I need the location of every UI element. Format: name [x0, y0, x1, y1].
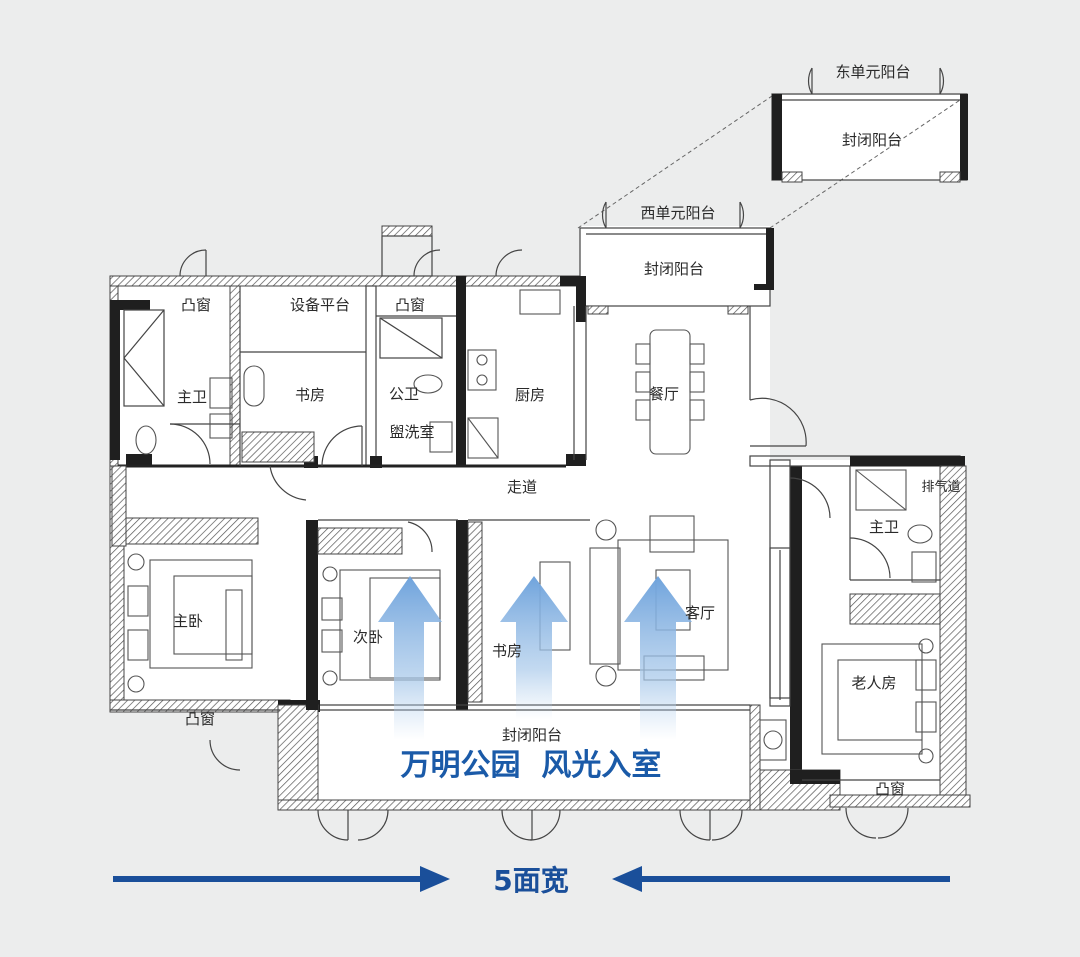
- label-exhaust: 排气道: [921, 479, 960, 495]
- label-west-unit-balcony: 西单元阳台: [640, 204, 715, 222]
- label-closed-balcony-mid: 封闭阳台: [644, 260, 704, 278]
- label-closed-balcony-bottom: 封闭阳台: [502, 726, 562, 744]
- label-dining: 餐厅: [649, 385, 679, 403]
- west-balcony-block: [579, 201, 774, 315]
- label-elder-room: 老人房: [851, 674, 896, 692]
- label-master-bath: 主卫: [177, 388, 207, 406]
- label-corridor: 走道: [507, 478, 537, 496]
- airflow-arrow: [500, 576, 568, 720]
- width-indicator: 5面宽: [113, 864, 950, 897]
- label-study-2: 书房: [492, 642, 522, 660]
- label-bay-window-3: 凸窗: [185, 710, 215, 728]
- label-washroom: 盥洗室: [389, 423, 434, 441]
- label-closed-balcony-top: 封闭阳台: [842, 131, 902, 149]
- wardrobes: [111, 431, 941, 703]
- label-master-bedroom: 主卧: [173, 612, 203, 630]
- label-bay-window-4: 凸窗: [875, 780, 905, 798]
- outer-walls: [109, 275, 971, 811]
- slogan-text: 万明公园 风光入室: [401, 748, 662, 783]
- projection-lines: [577, 95, 967, 229]
- furniture: [127, 289, 937, 764]
- label-equipment-platform: 设备平台: [290, 296, 350, 314]
- east-balcony-block: [771, 67, 968, 183]
- label-living-room: 客厅: [685, 604, 715, 622]
- label-master-bath-2: 主卫: [869, 518, 899, 536]
- width-label: 5面宽: [493, 864, 568, 897]
- label-public-bath: 公卫: [389, 385, 419, 403]
- label-kitchen: 厨房: [515, 386, 545, 404]
- doors: [169, 249, 909, 841]
- label-second-bedroom: 次卧: [353, 628, 383, 646]
- width-arrow-left-head: [612, 866, 642, 892]
- label-east-unit-balcony: 东单元阳台: [835, 63, 910, 81]
- floor-area: [110, 95, 967, 810]
- airflow-arrows: [378, 576, 692, 740]
- top-fixtures: [123, 225, 456, 407]
- label-bay-window-1: 凸窗: [181, 296, 211, 314]
- airflow-arrow: [624, 576, 692, 740]
- width-arrow-right-head: [420, 866, 450, 892]
- label-study-1: 书房: [295, 386, 325, 404]
- airflow-arrow: [378, 576, 442, 740]
- room-labels: 东单元阳台 封闭阳台 西单元阳台 封闭阳台 凸窗 设备平台 凸窗 主卫 书房 公…: [173, 63, 961, 798]
- label-bay-window-2: 凸窗: [395, 296, 425, 314]
